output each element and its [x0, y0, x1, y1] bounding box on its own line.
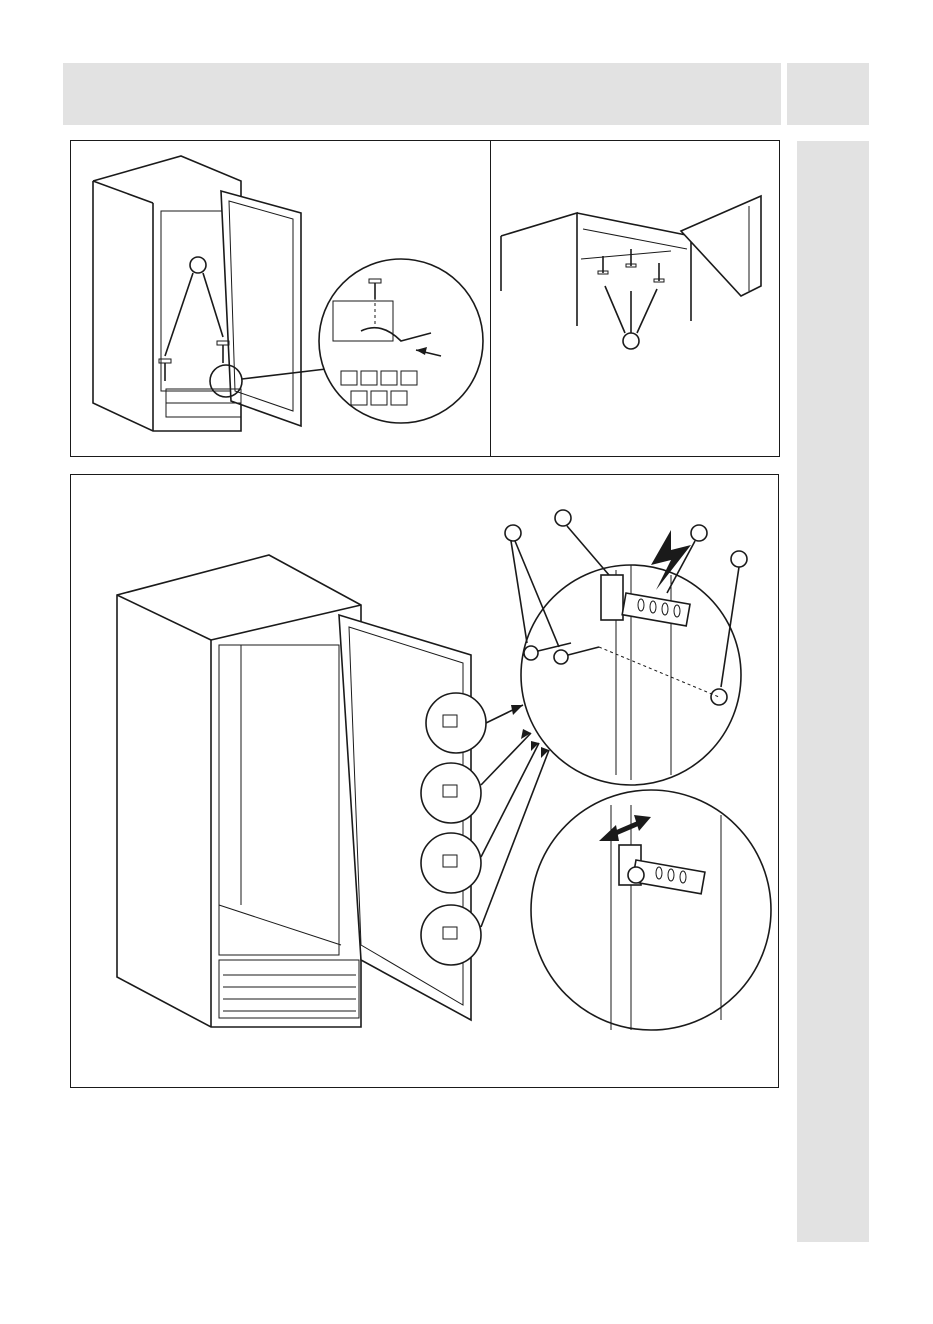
header-page-tab [787, 63, 869, 125]
figure-top-left [70, 140, 491, 457]
figure-top-right [490, 140, 780, 457]
callout-marker [555, 510, 571, 526]
header-title-band [63, 63, 781, 125]
door-bracket-illustration [71, 475, 780, 1089]
adjustment-detail-magnifier [531, 790, 771, 1030]
callout-marker [691, 525, 707, 541]
callout-marker [190, 257, 206, 273]
screw-icon [598, 256, 608, 274]
arrow-icon [511, 705, 523, 715]
sidebar-strip [797, 141, 869, 1242]
callout-marker [505, 525, 521, 541]
top-screws-illustration [491, 141, 781, 458]
callout-marker [623, 333, 639, 349]
figure-bottom [70, 474, 779, 1088]
screw-icon [217, 341, 229, 363]
callout-marker [731, 551, 747, 567]
screw-icon [711, 689, 727, 705]
screw-icon [626, 249, 636, 267]
screw-icon [654, 263, 664, 282]
cabinet-screw-illustration [71, 141, 492, 458]
screw-icon [628, 867, 644, 883]
